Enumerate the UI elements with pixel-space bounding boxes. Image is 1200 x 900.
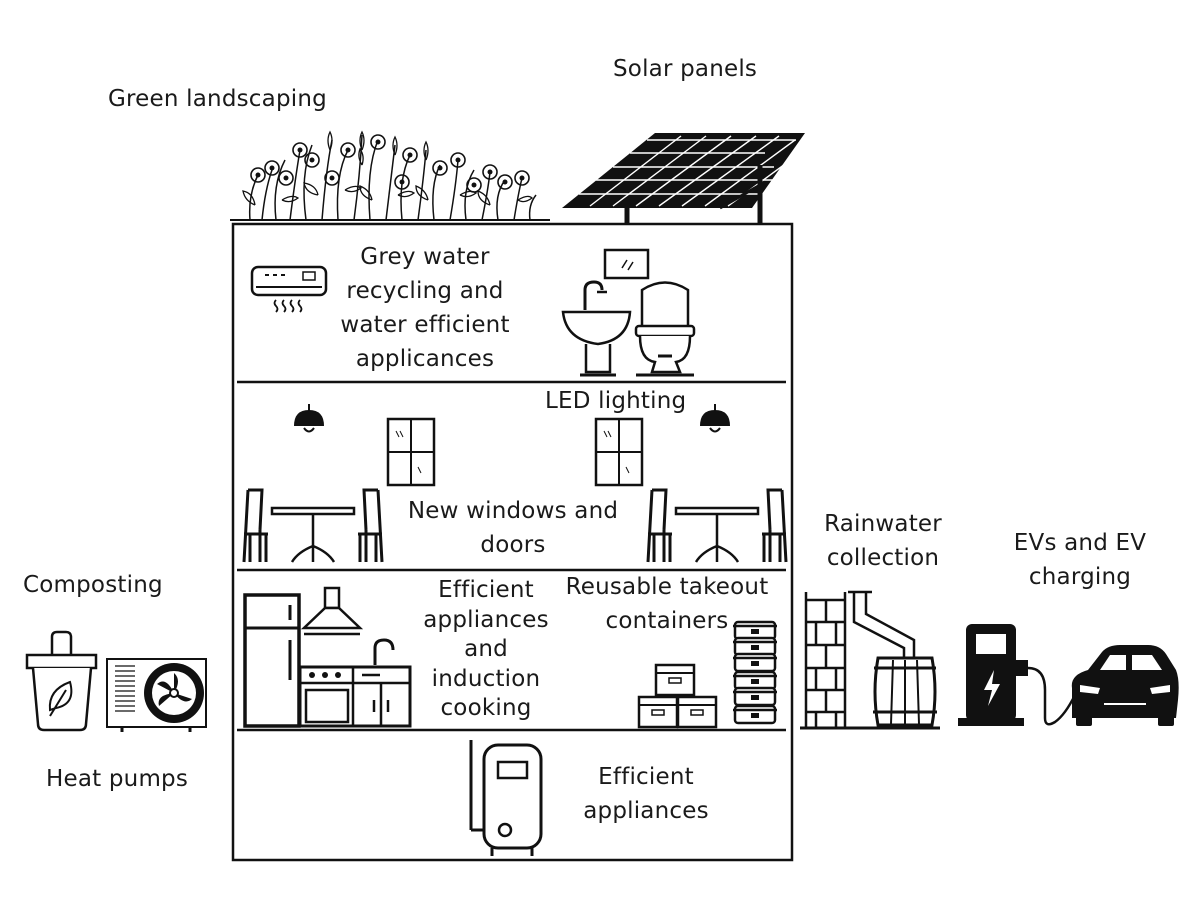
rainwater-collection-label: Rainwater collection (824, 511, 942, 571)
window-icon (594, 417, 644, 487)
range-hood-icon (300, 586, 364, 636)
composting-label: Composting (23, 572, 163, 598)
air-conditioner-icon (250, 265, 328, 313)
ev-charger-icon (958, 624, 1077, 726)
new-windows-label: New windows and doors (407, 498, 619, 558)
house-outline (231, 222, 794, 862)
solar-panels-label: Solar panels (613, 56, 758, 82)
efficient-appliances-label: Efficient appliances (583, 764, 709, 824)
kitchen-counter-icon (298, 638, 412, 728)
compost-bin-icon (25, 630, 98, 732)
dining-table-icon (646, 488, 788, 564)
dining-table-icon (242, 488, 384, 564)
toilet-icon (634, 281, 696, 377)
car-icon (1071, 645, 1179, 726)
efficient-appliances-cooking-label: Efficient appliances and induction cooki… (423, 577, 549, 721)
rain-barrel-icon (800, 590, 940, 730)
grey-water-label: Grey water recycling and water efficient… (340, 244, 510, 372)
green-landscaping-label: Green landscaping (108, 86, 327, 112)
water-heater-icon (469, 740, 543, 856)
sink-icon (561, 280, 632, 377)
led-lighting-label: LED lighting (545, 388, 687, 414)
heat-pump-icon (106, 658, 207, 732)
pendant-lamp-icon (293, 403, 325, 433)
pendant-lamp-icon (699, 403, 731, 433)
flowers-icon (230, 130, 550, 221)
heat-pumps-label: Heat pumps (46, 766, 189, 792)
ev-charging-label: EVs and EV charging (1013, 530, 1147, 590)
solar-panel-icon (562, 133, 805, 224)
reusable-containers-label: Reusable takeout containers (565, 574, 769, 634)
mirror-icon (603, 248, 650, 280)
window-icon (386, 417, 436, 487)
refrigerator-icon (243, 593, 301, 728)
